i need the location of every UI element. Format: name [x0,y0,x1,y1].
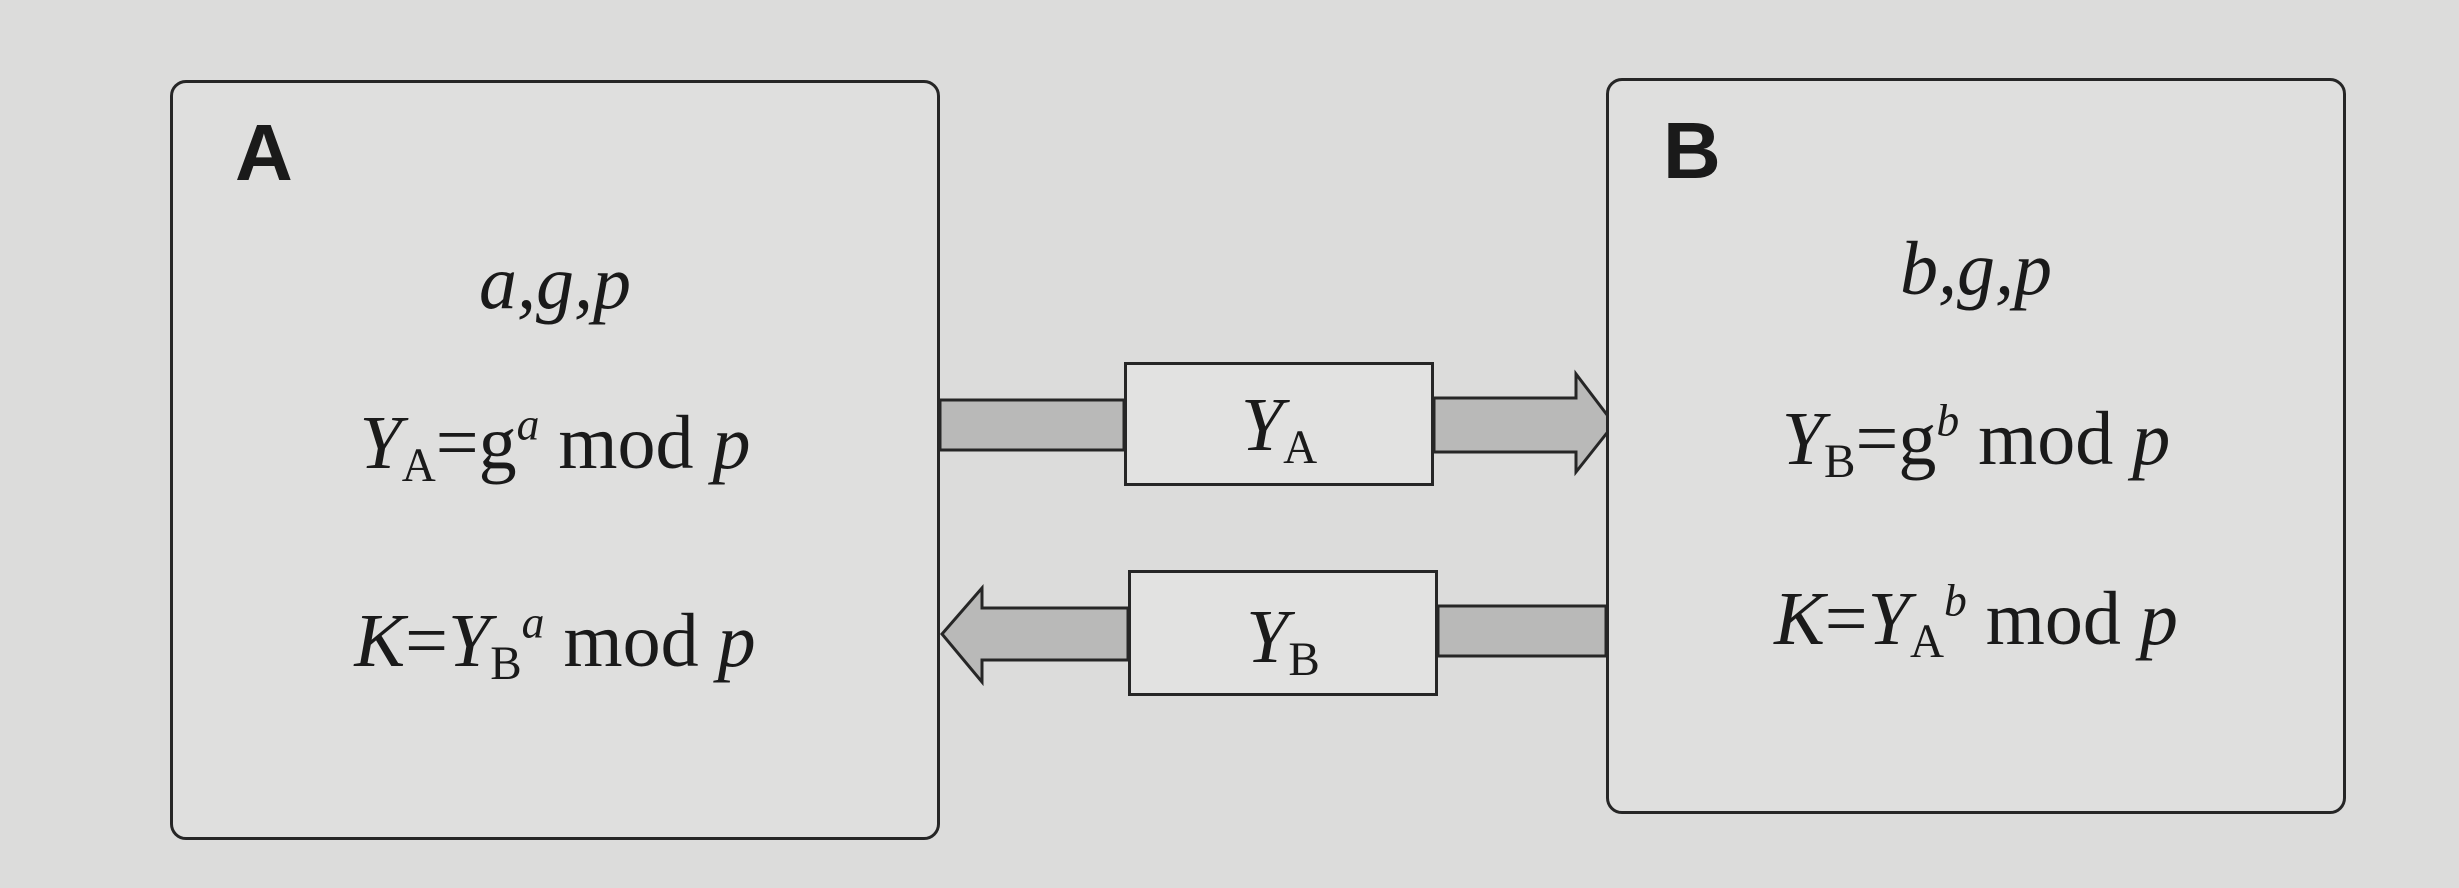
party-b-name: B [1663,106,1721,195]
party-b-params: b,g,p [1900,227,2052,311]
message-yb-box: YB [1128,570,1438,696]
party-a-box: A a,g,p YA=ga mod p K=YBa mod p [170,80,940,840]
arrow-b-to-a-head [940,583,1130,687]
party-a-name: A [235,108,293,197]
message-ya-box: YA [1124,362,1434,486]
arrow-b-to-a-shaft-right [1436,604,1608,658]
party-b-shared-key-formula: K=YAb mod p [1774,574,2178,669]
party-a-public-key-formula: YA=ga mod p [359,398,751,493]
party-a-shared-key-formula: K=YBa mod p [354,596,756,691]
arrow-a-to-b-head [1432,369,1616,477]
party-a-params: a,g,p [479,241,631,325]
arrow-a-to-b-shaft-left [938,398,1126,452]
party-b-box: B b,g,p YB=gb mod p K=YAb mod p [1606,78,2346,814]
party-b-public-key-formula: YB=gb mod p [1781,394,2171,489]
